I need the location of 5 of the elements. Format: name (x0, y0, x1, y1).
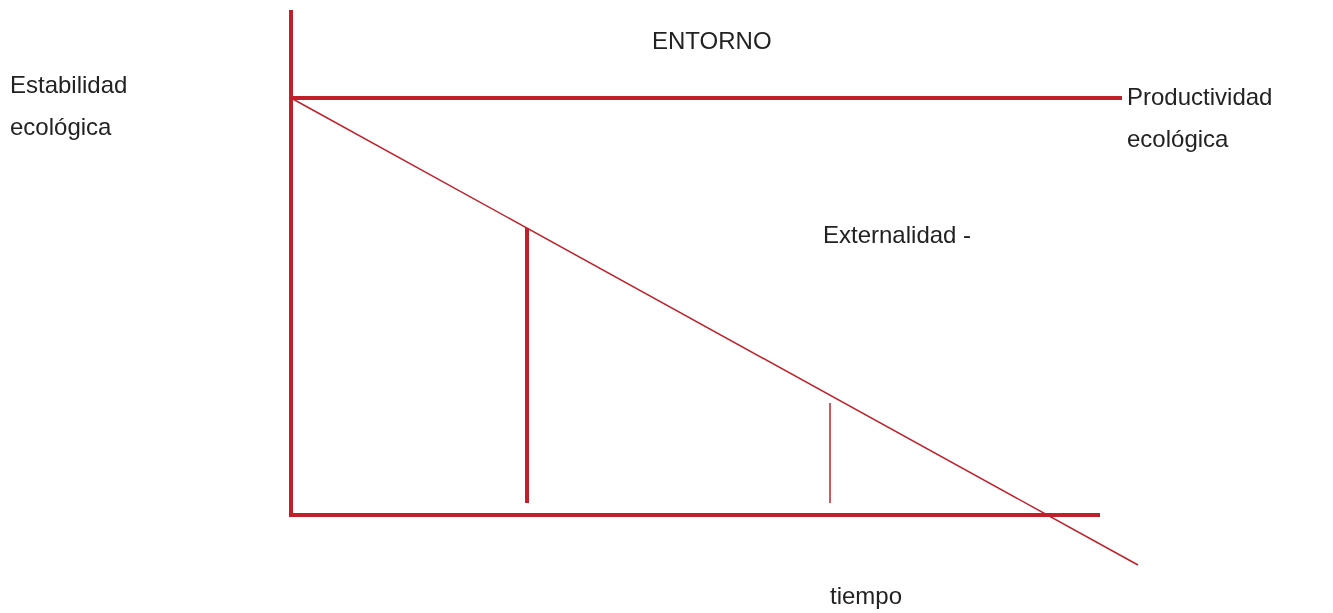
axis-label: Productividad ecológica (1127, 82, 1274, 154)
axis-label: Externalidad - (823, 220, 972, 250)
axis-label: ENTORNO (652, 26, 772, 56)
axis-label: tiempo (830, 581, 903, 611)
axis-label: Estabilidad ecológica (10, 70, 129, 142)
